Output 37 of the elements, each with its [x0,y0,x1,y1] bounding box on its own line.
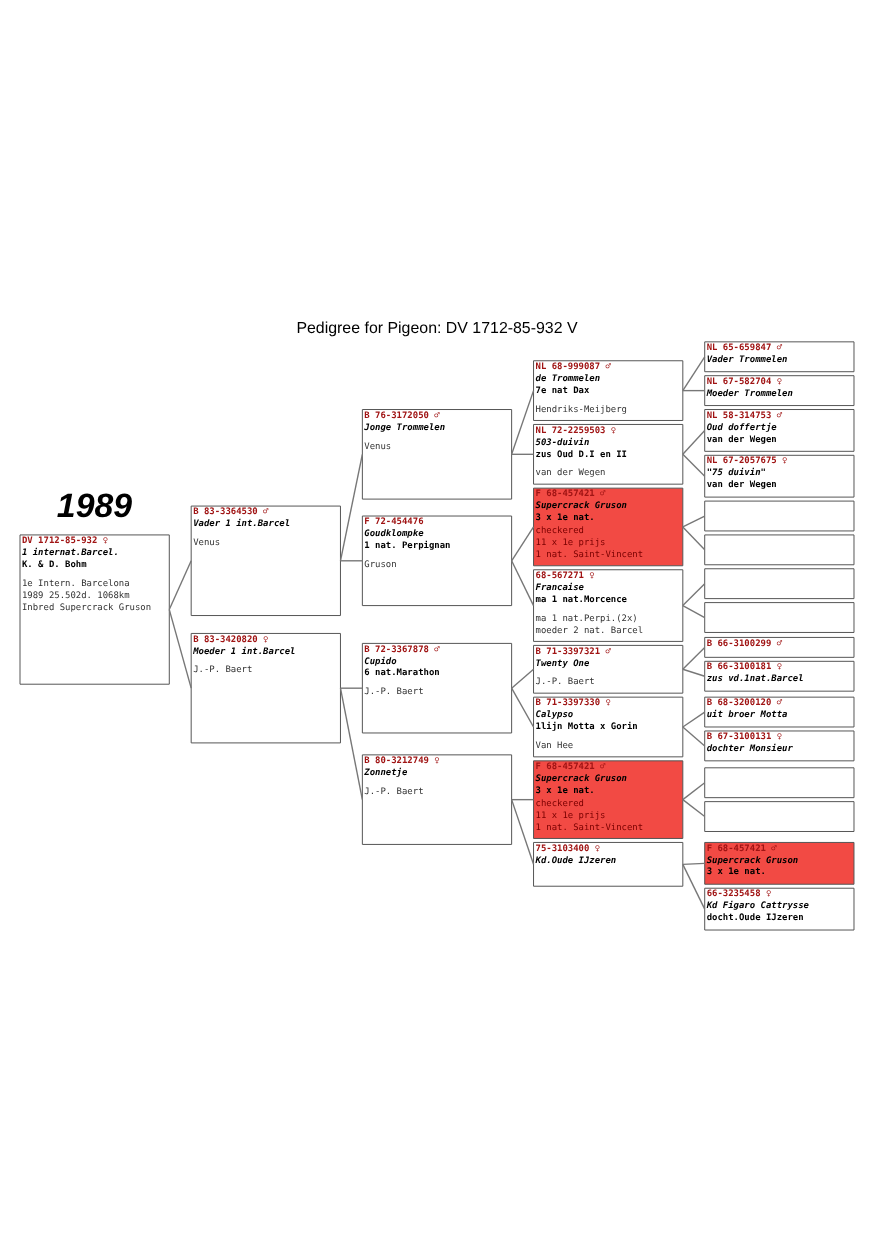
node-box [704,533,855,565]
connector [682,725,706,746]
connector [510,797,535,800]
connector [682,452,706,476]
node-box [704,499,855,531]
connector [339,559,364,561]
connector [510,525,535,561]
label: 1989 [56,485,133,524]
connector [339,452,364,561]
connector [168,559,192,610]
node-box [704,800,855,831]
connector [339,686,364,800]
connector [682,781,706,800]
connector [682,525,706,550]
connector [510,667,535,688]
connector [682,667,706,676]
diagram-title: Pedigree for Pigeon: DV 1712-85-932 V [296,317,578,336]
connector [682,710,706,727]
connector [682,645,706,669]
connector [510,686,535,727]
node-box [704,766,855,798]
connector [682,514,706,527]
connector [510,797,535,865]
connector [682,582,706,606]
connector [510,559,535,606]
connector [682,797,706,817]
connector [682,603,706,618]
connector [510,388,535,454]
connector [339,686,364,688]
connector [510,452,535,454]
connector [682,355,706,391]
node-box [704,601,855,632]
node-box [704,567,855,599]
connector [682,861,706,865]
connector [682,428,706,454]
connector [682,388,706,391]
connector [682,862,706,909]
